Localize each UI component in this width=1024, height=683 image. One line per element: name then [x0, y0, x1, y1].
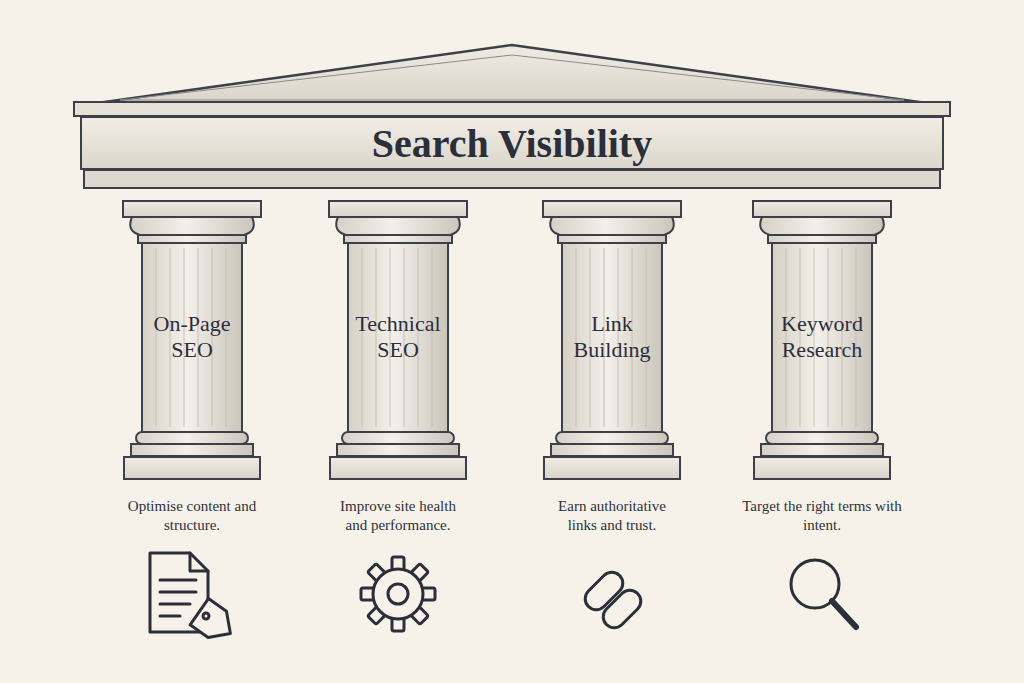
icons [150, 553, 856, 647]
pillar-description: Target the right terms with intent. [742, 497, 902, 535]
column-shaft [348, 243, 448, 432]
chain-link [581, 568, 628, 615]
cornice [74, 102, 950, 116]
column-shaft [562, 243, 662, 432]
column-shaft [772, 243, 872, 432]
column-flute [226, 248, 227, 427]
column-pillar: Keyword Research [752, 200, 892, 480]
column-echinus [130, 217, 254, 235]
column-abacus [753, 201, 891, 217]
chain-link [599, 586, 646, 633]
column-pillar: Link Building [542, 200, 682, 480]
pillar-label: On-Page SEO [144, 311, 240, 364]
column-torus [766, 432, 878, 444]
pillar-label: Keyword Research [774, 311, 870, 364]
magnifier-handle [832, 601, 856, 627]
pillar-description: Optimise content and structure. [127, 497, 257, 535]
column-flute [170, 248, 171, 427]
column-flute [432, 248, 433, 427]
column-necking [768, 235, 876, 243]
gear-body [373, 569, 423, 619]
tag-icon [190, 599, 239, 647]
column-torus [342, 432, 454, 444]
column-pillar: On-Page SEO [122, 200, 262, 480]
column-necking [138, 235, 246, 243]
column-abacus [329, 201, 467, 217]
column-flute [156, 248, 157, 427]
column-base-ring [551, 444, 673, 456]
column-pillar: Technical SEO [328, 200, 468, 480]
column-plinth [124, 457, 260, 479]
document-fold [190, 553, 208, 571]
entablature-box: Search Visibility [80, 116, 944, 170]
column-plinth [544, 457, 680, 479]
title-text: Search Visibility [372, 120, 652, 167]
pillar-label: Technical SEO [350, 311, 446, 364]
pillar-description: Improve site health and performance. [328, 497, 468, 535]
column-plinth [330, 457, 466, 479]
column-necking [558, 235, 666, 243]
column-base-ring [131, 444, 253, 456]
column-base-ring [337, 444, 459, 456]
column-echinus [550, 217, 674, 235]
column-flute [376, 248, 377, 427]
column-echinus [760, 217, 884, 235]
column-flute [362, 248, 363, 427]
pillar-label: Link Building [564, 311, 660, 364]
pediment [76, 45, 948, 106]
column-base-ring [761, 444, 883, 456]
column-necking [344, 235, 452, 243]
tag-hole [203, 613, 209, 619]
column-abacus [543, 201, 681, 217]
gear-icon [361, 557, 435, 631]
column-shaft [142, 243, 242, 432]
document-tag-icon [150, 553, 240, 647]
gear-hub [388, 584, 408, 604]
column-echinus [336, 217, 460, 235]
column-plinth [754, 457, 890, 479]
column-torus [556, 432, 668, 444]
pillar-description: Earn authoritative links and trust. [542, 497, 682, 535]
architrave-band [84, 170, 940, 188]
column-abacus [123, 201, 261, 217]
document-lines [160, 580, 196, 616]
chain-icon [581, 568, 646, 633]
column-torus [136, 432, 248, 444]
pediment-inner-line [120, 55, 904, 100]
magnifier-icon [791, 560, 856, 627]
